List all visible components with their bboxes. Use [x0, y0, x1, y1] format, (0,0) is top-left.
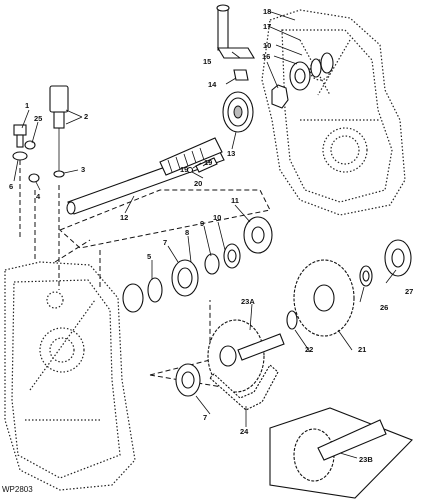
lower-housing — [4, 261, 136, 491]
callout-6: 5 — [147, 252, 151, 261]
callout-25: 25 — [34, 114, 42, 123]
bolt-1 — [12, 124, 40, 183]
callout-10: 10 — [263, 41, 271, 50]
shift-lever-15 — [216, 4, 255, 59]
sprocket-21 — [293, 259, 355, 337]
callout-18: 18 — [263, 7, 271, 16]
callout-2: 2 — [84, 112, 88, 121]
callout-7-upper: 7 — [163, 238, 167, 247]
shaft-frame — [59, 189, 271, 249]
callout-7-lower: 7 — [203, 413, 207, 422]
switch-assembly-2 — [49, 85, 69, 178]
callout-13: 13 — [227, 149, 235, 158]
callout-4: 4 — [36, 192, 41, 201]
callout-19-lower: 19 — [180, 165, 188, 174]
gear-11 — [243, 216, 273, 254]
callout-labels: 18 17 10 15 16 14 1 2 25 13 3 6 4 19 19 … — [9, 7, 413, 464]
gear-13 — [222, 91, 254, 133]
callout-26: 26 — [380, 303, 388, 312]
callout-21: 21 — [358, 345, 366, 354]
bearing-7-lower — [175, 363, 201, 397]
callout-22: 22 — [305, 345, 313, 354]
washer-26 — [359, 265, 373, 287]
middle-bearings — [122, 243, 241, 313]
callout-19-upper: 19 — [204, 158, 212, 167]
callout-3: 3 — [81, 165, 85, 174]
shaft-12 — [66, 137, 225, 215]
callout-10-lower: 10 — [213, 213, 221, 222]
callout-5: 6 — [9, 182, 13, 191]
callout-14: 14 — [208, 80, 217, 89]
callout-24: 24 — [240, 427, 249, 436]
leader-lines — [13, 10, 397, 459]
spring-19 — [186, 157, 218, 174]
chain-24 — [209, 364, 279, 411]
guide-lines — [19, 160, 241, 391]
upper-housing — [261, 9, 406, 216]
sprocket-23a — [207, 319, 285, 393]
callout-27: 27 — [405, 287, 413, 296]
bearing-stack-upper — [271, 52, 334, 109]
callout-17: 17 — [263, 22, 271, 31]
bearing-27 — [384, 239, 412, 277]
callout-16: 16 — [262, 52, 270, 61]
drawing-id: WP2803 — [2, 485, 33, 494]
callout-23a: 23A — [241, 297, 255, 306]
callout-12: 12 — [120, 213, 128, 222]
callout-1: 1 — [25, 101, 29, 110]
callout-20: 20 — [194, 179, 202, 188]
callout-15: 15 — [203, 57, 211, 66]
washer-22 — [286, 310, 298, 330]
callout-11: 11 — [231, 196, 239, 205]
callout-9: 9 — [200, 219, 204, 228]
block-14 — [233, 69, 249, 81]
callout-8: 8 — [185, 228, 189, 237]
callout-23b: 23B — [359, 455, 373, 464]
